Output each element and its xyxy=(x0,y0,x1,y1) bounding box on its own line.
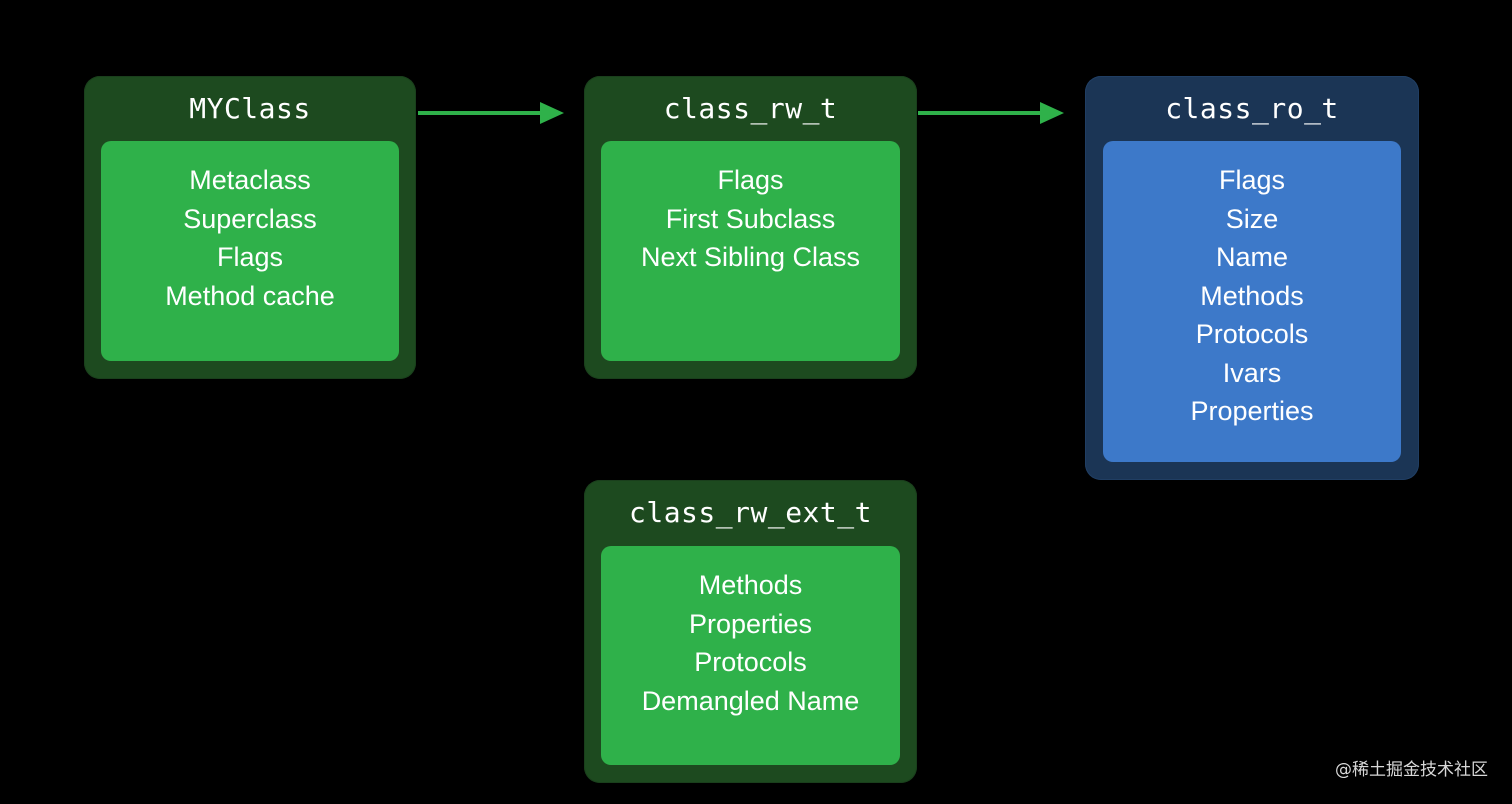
node-class-ro-t-fields: Flags Size Name Methods Protocols Ivars … xyxy=(1103,141,1401,462)
field-methods: Methods xyxy=(698,570,803,600)
node-myclass-title: MYClass xyxy=(189,92,311,125)
arrow-class-rw-t-to-class-ro-t xyxy=(918,102,1064,124)
field-protocols: Protocols xyxy=(694,647,807,677)
node-class-rw-t: class_rw_t Flags First Subclass Next Sib… xyxy=(584,76,917,379)
node-class-rw-t-title: class_rw_t xyxy=(663,92,838,125)
node-myclass: MYClass Metaclass Superclass Flags Metho… xyxy=(84,76,416,379)
field-size: Size xyxy=(1225,203,1279,234)
field-protocols: Protocols xyxy=(1195,319,1309,349)
field-ivars: Ivars xyxy=(1222,357,1282,388)
node-class-ro-t: class_ro_t Flags Size Name Methods Proto… xyxy=(1085,76,1419,480)
node-class-ro-t-title: class_ro_t xyxy=(1165,92,1339,125)
field-methods: Methods xyxy=(1200,280,1304,311)
node-class-rw-ext-t: class_rw_ext_t Methods Properties Protoc… xyxy=(584,480,917,783)
field-metaclass: Metaclass xyxy=(189,165,311,195)
node-class-rw-t-fields: Flags First Subclass Next Sibling Class xyxy=(601,141,900,361)
field-name: Name xyxy=(1215,242,1289,272)
node-class-rw-ext-t-title: class_rw_ext_t xyxy=(628,496,872,529)
field-demangled-name: Demangled Name xyxy=(641,685,860,716)
field-method-cache: Method cache xyxy=(165,280,335,311)
node-myclass-fields: Metaclass Superclass Flags Method cache xyxy=(101,141,399,361)
watermark: @稀土掘金技术社区 xyxy=(1335,760,1488,780)
node-class-rw-ext-t-fields: Methods Properties Protocols Demangled N… xyxy=(601,546,900,765)
field-flags: Flags xyxy=(717,165,784,195)
field-superclass: Superclass xyxy=(183,203,317,234)
field-properties: Properties xyxy=(688,608,813,639)
field-next-sibling-class: Next Sibling Class xyxy=(640,242,861,272)
field-flags: Flags xyxy=(216,242,284,272)
field-flags: Flags xyxy=(1218,165,1286,195)
field-properties: Properties xyxy=(1190,396,1314,426)
field-first-subclass: First Subclass xyxy=(665,203,836,234)
arrow-myclass-to-class-rw-t xyxy=(418,102,564,124)
